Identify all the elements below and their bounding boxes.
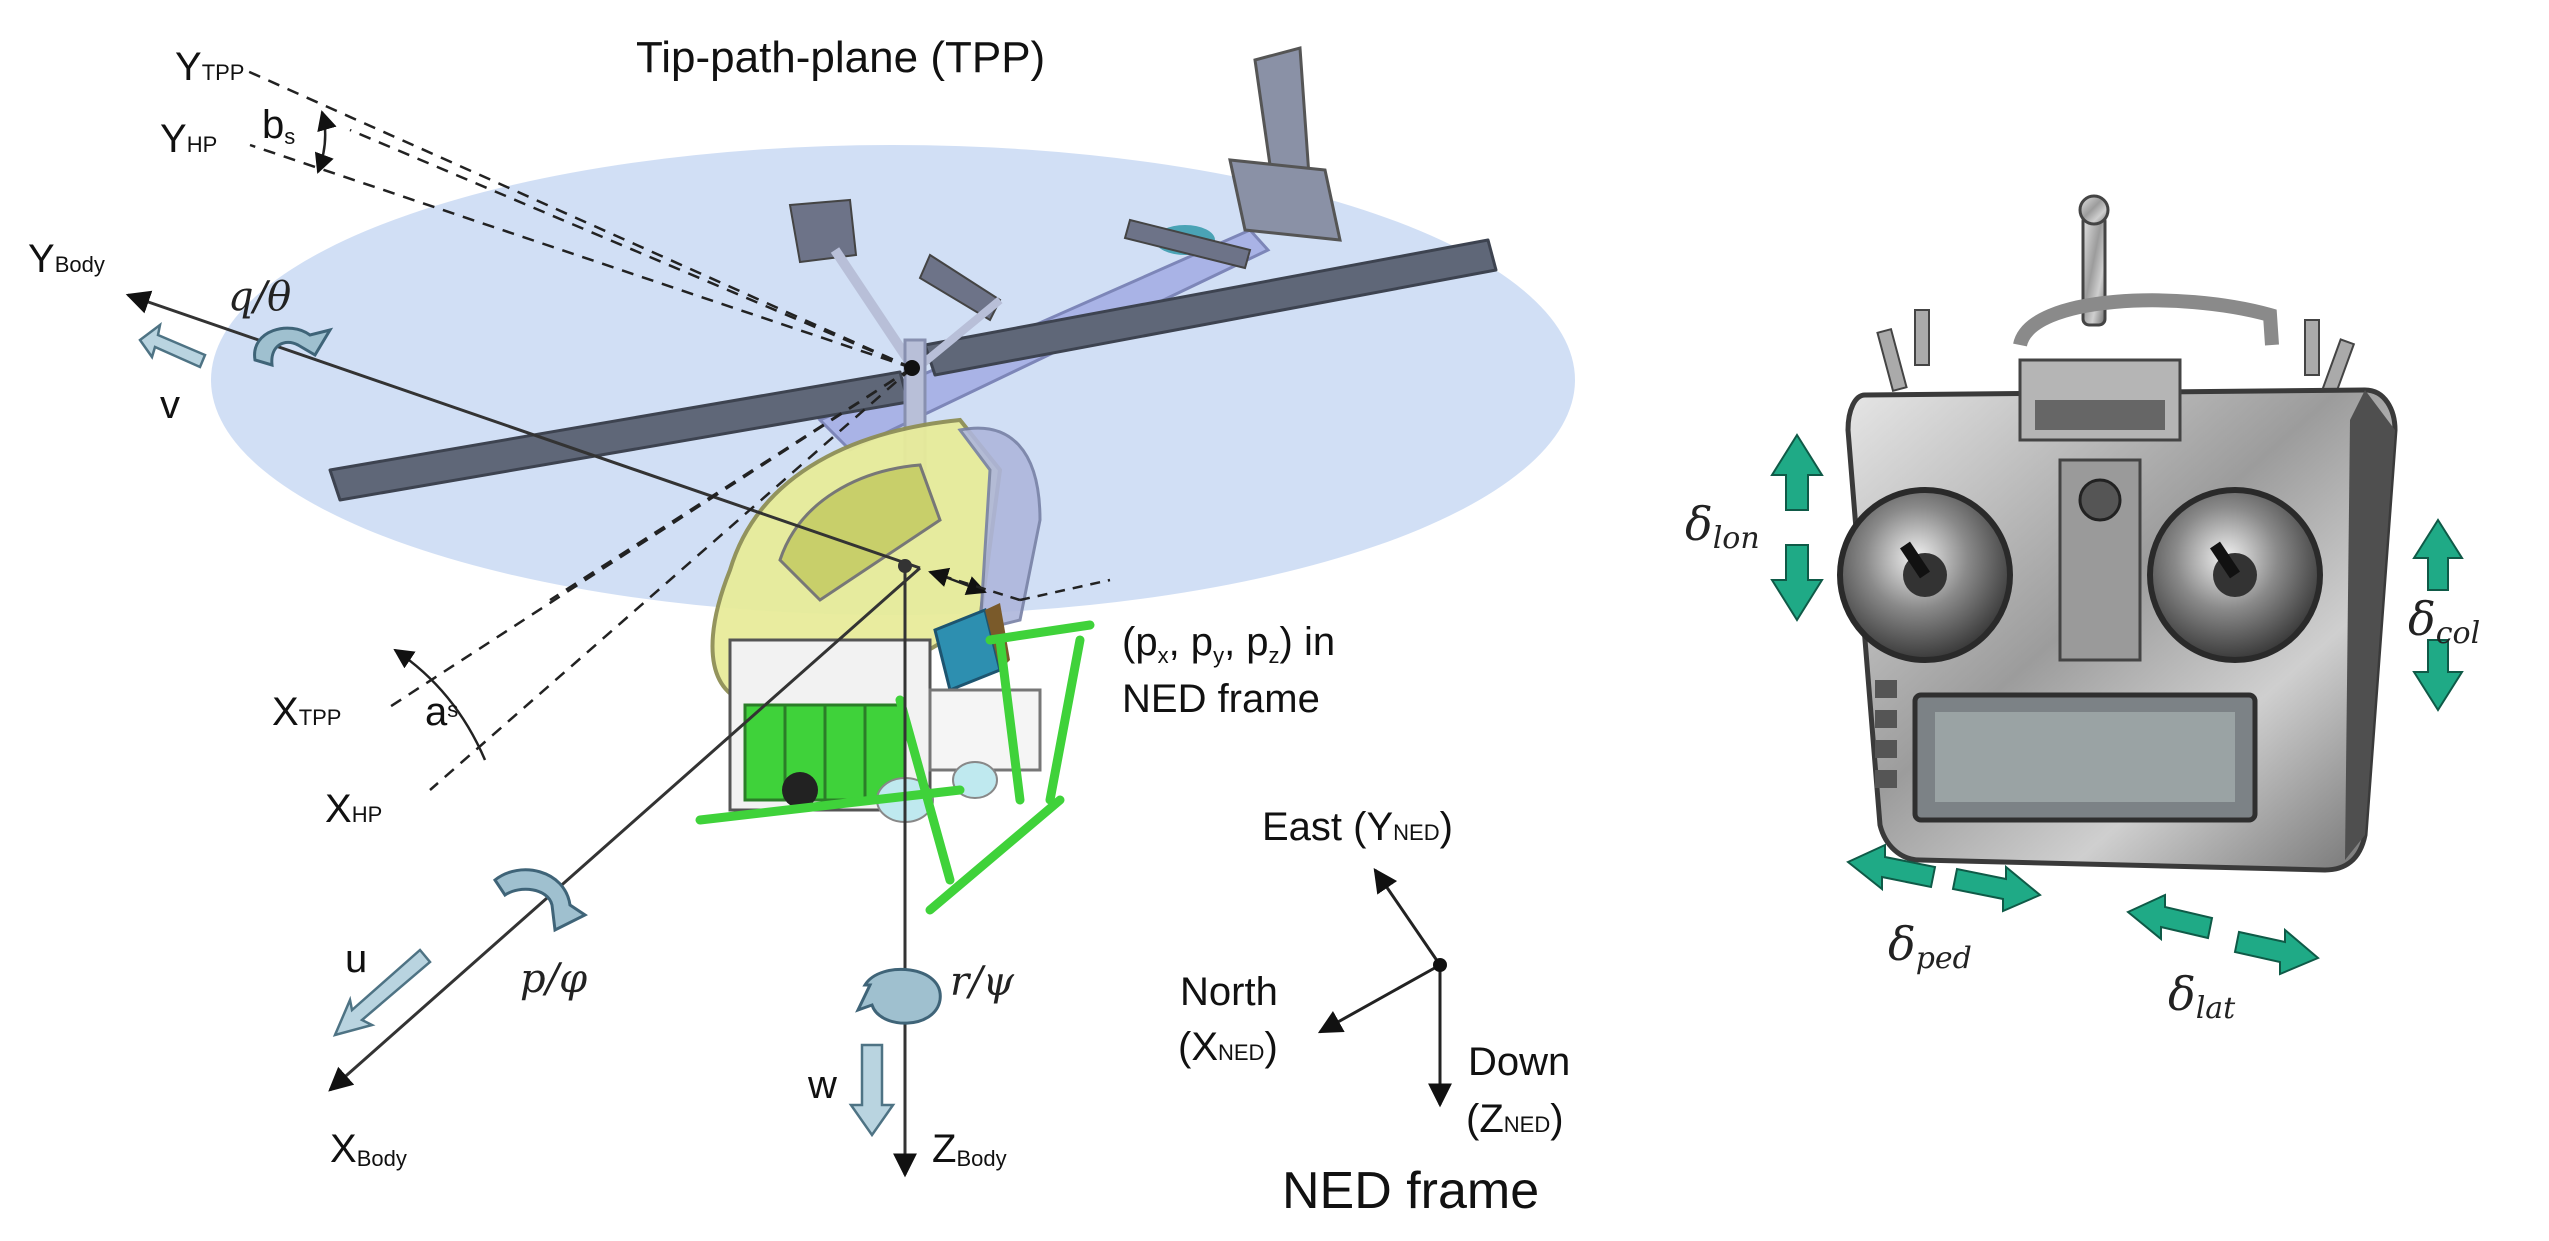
x-hp-label: XHP [325,787,382,831]
delta-lon-arrows [1770,433,1824,622]
p-rotation-icon [492,868,588,933]
ned-frame-axes [1317,868,1452,1108]
as-angle-arc [393,648,487,761]
ned-frame-title: NED frame [1282,1162,1539,1220]
delta-col-label: δcol [2408,592,2480,651]
position-label-line2: NED frame [1122,677,1320,721]
north-label-line2: (XNED) [1178,1025,1278,1069]
delta-lat-arrows [2126,893,2320,976]
landing-skids [695,620,1095,915]
q-rotation-icon [253,326,334,368]
q-theta-label: q/θ [228,274,291,320]
v-velocity-arrow [138,322,207,369]
rotor-hub [904,360,920,376]
ned-origin [1433,958,1447,972]
y-body-label: YBody [28,237,105,281]
down-label-line2: (ZNED) [1466,1097,1564,1141]
r-rotation-icon [855,967,942,1025]
east-label: East (YNED) [1262,805,1453,849]
bs-label: bs [262,103,295,149]
u-label: u [345,937,367,981]
delta-lat-label: δlat [2168,967,2236,1026]
p-phi-label: p/φ [520,956,587,1002]
delta-col-arrows [2412,518,2464,712]
tpp-title: Tip-path-plane (TPP) [636,33,1045,82]
delta-ped-label: δped [1888,917,1972,976]
delta-ped-arrows [1846,843,2042,913]
z-body-label: ZBody [932,1127,1007,1171]
rc-transmitter [1837,194,2398,873]
position-indicator [928,567,1111,602]
cg-point [898,559,912,573]
y-hp-label: YHP [160,117,217,161]
as-label: as [425,690,458,734]
position-label-line1: (px, py, pz) in [1122,620,1335,668]
x-body-axis [328,566,921,1092]
w-label: w [807,1063,837,1107]
bs-angle-arc [314,110,337,174]
helicopter-fuselage [710,417,1042,823]
x-body-label: XBody [330,1127,407,1171]
r-psi-label: r/ψ [950,959,1015,1005]
down-label-line1: Down [1468,1040,1570,1084]
y-tpp-label: YTPP [175,45,244,89]
u-velocity-arrow [332,948,432,1037]
v-label: v [160,383,180,427]
w-velocity-arrow [848,1043,896,1138]
tpp-hp-dashed-lines [244,68,913,791]
x-tpp-label: XTPP [272,690,341,734]
north-label-line1: North [1180,970,1278,1014]
delta-lon-label: δlon [1685,497,1760,556]
